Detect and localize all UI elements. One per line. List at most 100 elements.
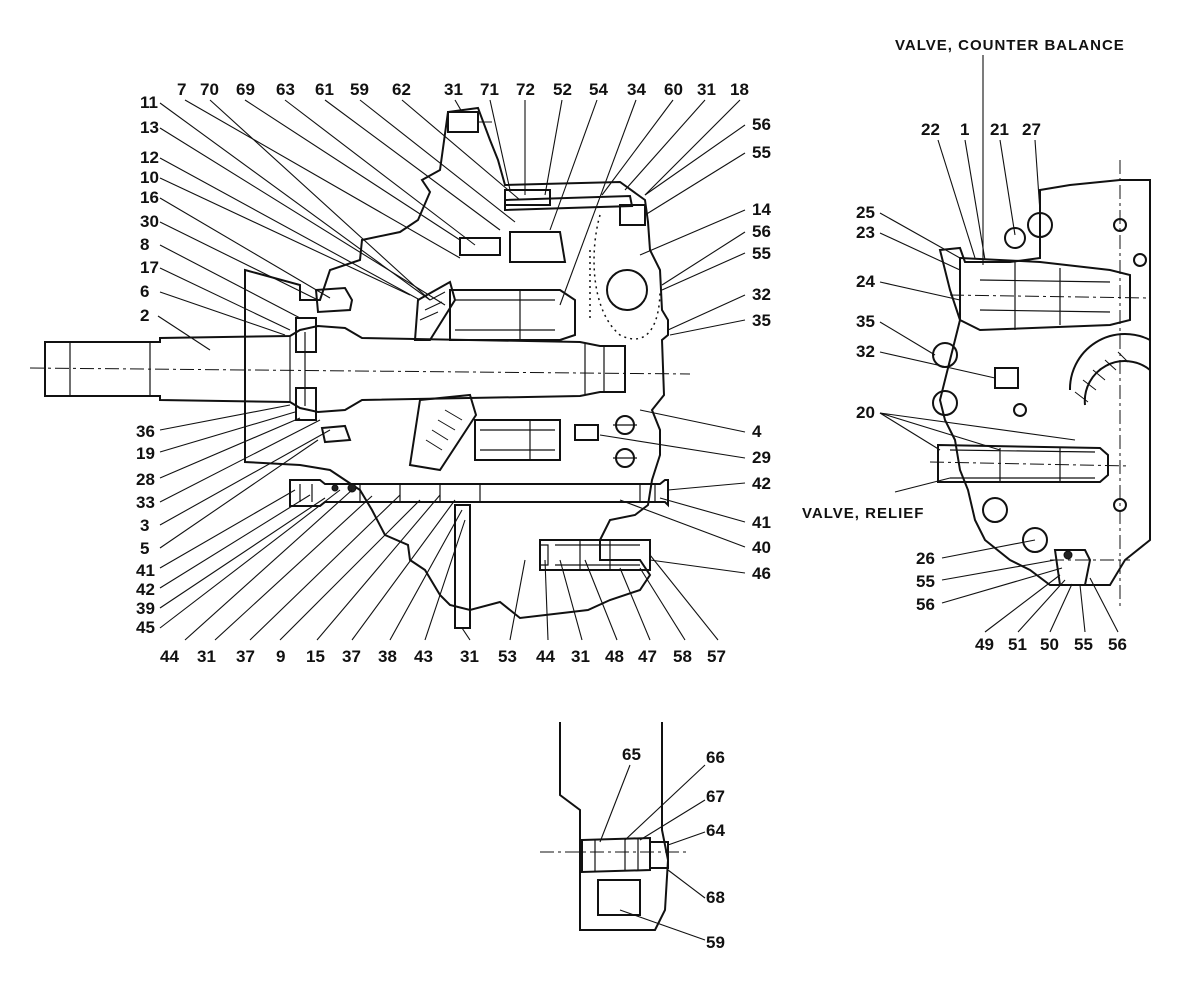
part-label: 1: [960, 120, 969, 139]
part-label: 41: [136, 561, 155, 580]
part-label: 30: [140, 212, 159, 231]
part-label: 72: [516, 80, 535, 99]
part-label: 17: [140, 258, 159, 277]
part-label: 66: [706, 748, 725, 767]
part-label: 56: [1108, 635, 1127, 654]
part-label: 45: [136, 618, 155, 637]
part-label: 23: [856, 223, 875, 242]
part-label: 6: [140, 282, 149, 301]
main-cross-section: [29, 106, 691, 629]
part-label: 44: [536, 647, 555, 666]
part-label: 31: [571, 647, 590, 666]
part-labels-right-main: 56 55 14 56 55 32 35 4 29 42 41 40 46: [752, 115, 771, 583]
part-label: 42: [136, 580, 155, 599]
part-labels-detail: 65 66 67 64 68 59: [622, 745, 725, 952]
part-label: 16: [140, 188, 159, 207]
part-label: 42: [752, 474, 771, 493]
part-label: 35: [752, 311, 771, 330]
part-label: 2: [140, 306, 149, 325]
relief-valve-caption: VALVE, RELIEF: [802, 505, 924, 522]
part-label: 32: [752, 285, 771, 304]
part-label: 47: [638, 647, 657, 666]
part-label: 28: [136, 470, 155, 489]
part-label: 29: [752, 448, 771, 467]
part-label: 62: [392, 80, 411, 99]
part-label: 12: [140, 148, 159, 167]
part-label: 37: [236, 647, 255, 666]
part-label: 63: [276, 80, 295, 99]
part-label: 31: [460, 647, 479, 666]
part-label: 48: [605, 647, 624, 666]
part-label: 31: [444, 80, 463, 99]
part-label: 55: [1074, 635, 1093, 654]
part-label: 56: [916, 595, 935, 614]
part-label: 11: [140, 93, 158, 112]
side-view: [929, 55, 1151, 610]
part-labels-left-lower: 36 19 28 33 3 5 41 42 39 45: [136, 422, 155, 637]
part-label: 59: [350, 80, 369, 99]
part-label: 9: [276, 647, 285, 666]
part-label: 51: [1008, 635, 1027, 654]
part-label: 4: [752, 422, 762, 441]
part-label: 64: [706, 821, 725, 840]
counter-balance-valve-caption: VALVE, COUNTER BALANCE: [895, 37, 1125, 54]
part-label: 50: [1040, 635, 1059, 654]
part-label: 27: [1022, 120, 1041, 139]
part-label: 31: [697, 80, 716, 99]
part-label: 24: [856, 272, 875, 291]
part-label: 19: [136, 444, 155, 463]
part-label: 37: [342, 647, 361, 666]
part-labels-top-row: 7 70 69 63 61 59 62 31 71 72 52 54 34 60…: [177, 80, 749, 99]
part-label: 68: [706, 888, 725, 907]
part-label: 32: [856, 342, 875, 361]
motor-housing: [244, 106, 669, 620]
part-label: 7: [177, 80, 186, 99]
part-label: 55: [752, 143, 771, 162]
part-label: 43: [414, 647, 433, 666]
part-label: 71: [480, 80, 499, 99]
part-label: 52: [553, 80, 572, 99]
part-label: 57: [707, 647, 726, 666]
part-label: 44: [160, 647, 179, 666]
part-label: 55: [752, 244, 771, 263]
part-label: 14: [752, 200, 771, 219]
part-label: 61: [315, 80, 334, 99]
part-label: 15: [306, 647, 325, 666]
part-label: 18: [730, 80, 749, 99]
side-housing: [938, 179, 1151, 586]
detail-view: [540, 722, 690, 931]
part-label: 22: [921, 120, 940, 139]
part-label: 59: [706, 933, 725, 952]
part-label: 53: [498, 647, 517, 666]
part-label: 34: [627, 80, 646, 99]
part-label: 56: [752, 222, 771, 241]
part-label: 26: [916, 549, 935, 568]
part-label: 41: [752, 513, 771, 532]
part-label: 58: [673, 647, 692, 666]
part-label: 35: [856, 312, 875, 331]
part-label: 25: [856, 203, 875, 222]
part-labels-side-view: 22 1 21 27 25 23 24 35 32 20 26 55 56 49…: [856, 120, 1127, 654]
part-label: 67: [706, 787, 725, 806]
part-label: 56: [752, 115, 771, 134]
part-label: 60: [664, 80, 683, 99]
part-label: 40: [752, 538, 771, 557]
part-label: 49: [975, 635, 994, 654]
part-labels-left-column: 11 13 12 10 16 30 8 17 6 2: [140, 93, 159, 325]
part-label: 5: [140, 539, 149, 558]
part-label: 54: [589, 80, 608, 99]
part-label: 70: [200, 80, 219, 99]
part-label: 65: [622, 745, 641, 764]
part-labels-bottom-row: 44 31 37 9 15 37 38 43 31 53 44 31 48 47…: [160, 647, 726, 666]
part-label: 3: [140, 516, 149, 535]
part-label: 36: [136, 422, 155, 441]
part-label: 46: [752, 564, 771, 583]
part-label: 13: [140, 118, 159, 137]
part-label: 39: [136, 599, 155, 618]
part-label: 33: [136, 493, 155, 512]
leader-lines: [157, 99, 1119, 941]
through-bolt: [289, 479, 669, 508]
part-label: 31: [197, 647, 216, 666]
part-label: 8: [140, 235, 149, 254]
